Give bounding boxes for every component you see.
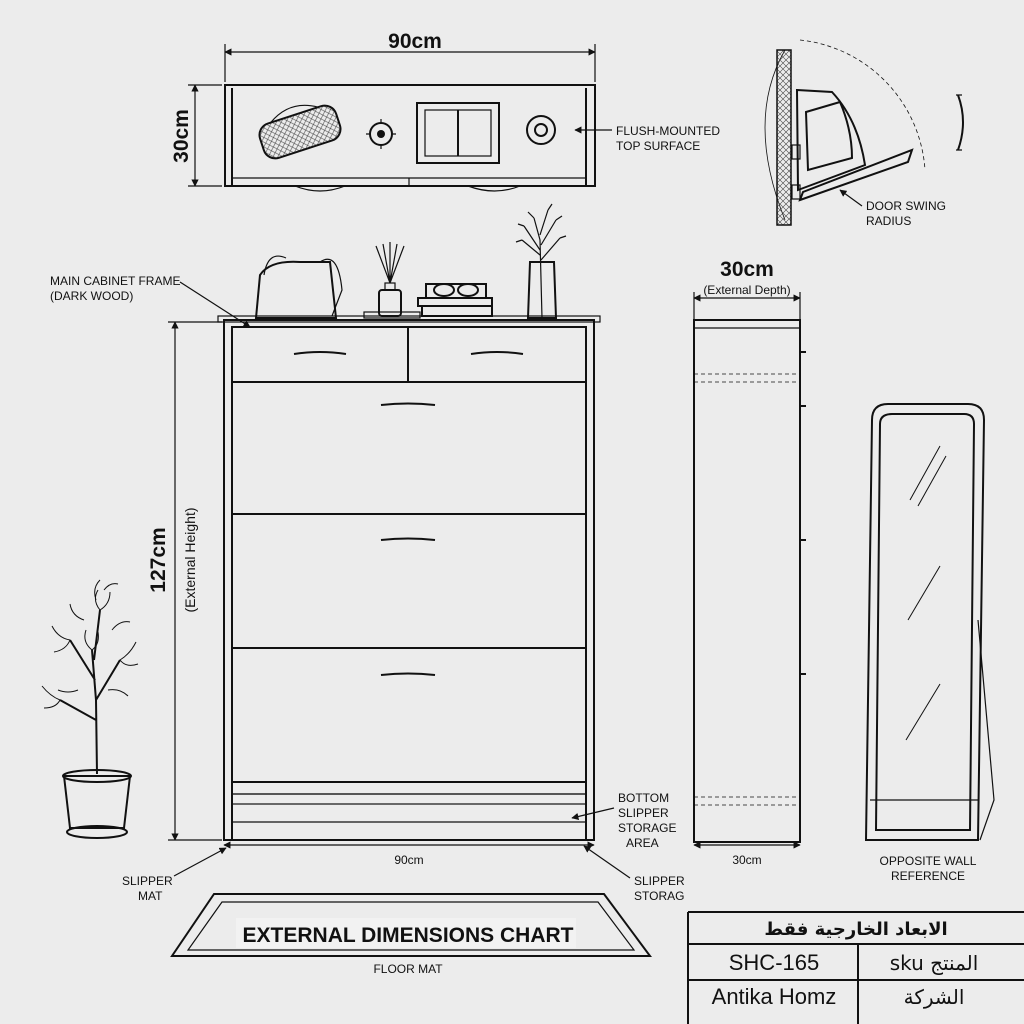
side-depth-sub: (External Depth) bbox=[703, 283, 790, 297]
bottom-callout-1: BOTTOM bbox=[618, 791, 669, 805]
flush-mounted-callout-1: FLUSH-MOUNTED bbox=[616, 124, 720, 138]
side-depth-label: 30cm bbox=[720, 258, 774, 281]
top-view: 90cm 30cm bbox=[170, 30, 720, 192]
book-top-icon bbox=[416, 102, 500, 164]
table-header: الابعاد الخارجية فقط bbox=[764, 919, 947, 940]
door-swing-callout-2: RADIUS bbox=[866, 214, 911, 228]
books-glasses-icon bbox=[417, 283, 493, 317]
front-width-label: 90cm bbox=[394, 853, 423, 867]
frame-callout-2: (DARK WOOD) bbox=[50, 289, 133, 303]
slipper-mat-callout-2: MAT bbox=[138, 889, 163, 903]
bottom-callout-3: STORAGE bbox=[618, 821, 676, 835]
frame-callout-1: MAIN CABINET FRAME bbox=[50, 274, 180, 288]
top-width-label: 90cm bbox=[388, 30, 442, 53]
door-swing-callout-1: DOOR SWING bbox=[866, 199, 946, 213]
reed-diffuser-icon bbox=[363, 242, 421, 319]
bottom-callout-4: AREA bbox=[626, 836, 659, 850]
slipper-storage-callout-1: SLIPPER bbox=[634, 874, 685, 888]
front-height-sub: (External Height) bbox=[182, 507, 198, 612]
flush-mounted-callout-2: TOP SURFACE bbox=[616, 139, 700, 153]
floor-mirror-icon: OPPOSITE WALL REFERENCE bbox=[864, 403, 995, 883]
front-height-label: 127cm bbox=[147, 527, 170, 592]
mirror-callout-2: REFERENCE bbox=[891, 869, 965, 883]
potted-plant-icon bbox=[41, 579, 139, 839]
info-table: الابعاد الخارجية فقط SHC-165 sku المنتج … bbox=[687, 911, 1024, 1024]
bag-top-icon bbox=[258, 104, 342, 160]
diffuser-top-icon bbox=[366, 119, 396, 149]
bottom-callout-2: SLIPPER bbox=[618, 806, 669, 820]
sku-key: sku المنتج bbox=[890, 951, 979, 975]
slipper-mat-callout-1: SLIPPER bbox=[122, 874, 173, 888]
company-key: الشركة bbox=[904, 985, 965, 1009]
top-depth-label: 30cm bbox=[170, 109, 193, 163]
vase-plant-icon bbox=[515, 203, 567, 319]
slipper-storage-callout-2: STORAG bbox=[634, 889, 684, 903]
sku-value: SHC-165 bbox=[729, 950, 819, 975]
floor-mat: EXTERNAL DIMENSIONS CHART FLOOR MAT bbox=[170, 893, 652, 976]
mirror-callout-1: OPPOSITE WALL bbox=[880, 854, 977, 868]
side-view: 30cm (External Depth) 30cm bbox=[693, 258, 806, 867]
chart-title: EXTERNAL DIMENSIONS CHART bbox=[243, 924, 574, 947]
front-view: MAIN CABINET FRAME (DARK WOOD) 127cm (Ex… bbox=[50, 203, 685, 903]
side-bottom-label: 30cm bbox=[732, 853, 761, 867]
handbag-icon bbox=[254, 255, 343, 319]
door-swing-detail: DOOR SWING RADIUS bbox=[764, 39, 964, 228]
floor-mat-label: FLOOR MAT bbox=[373, 962, 443, 976]
vase-top-icon bbox=[526, 115, 556, 145]
company-value: Antika Homz bbox=[712, 984, 837, 1009]
